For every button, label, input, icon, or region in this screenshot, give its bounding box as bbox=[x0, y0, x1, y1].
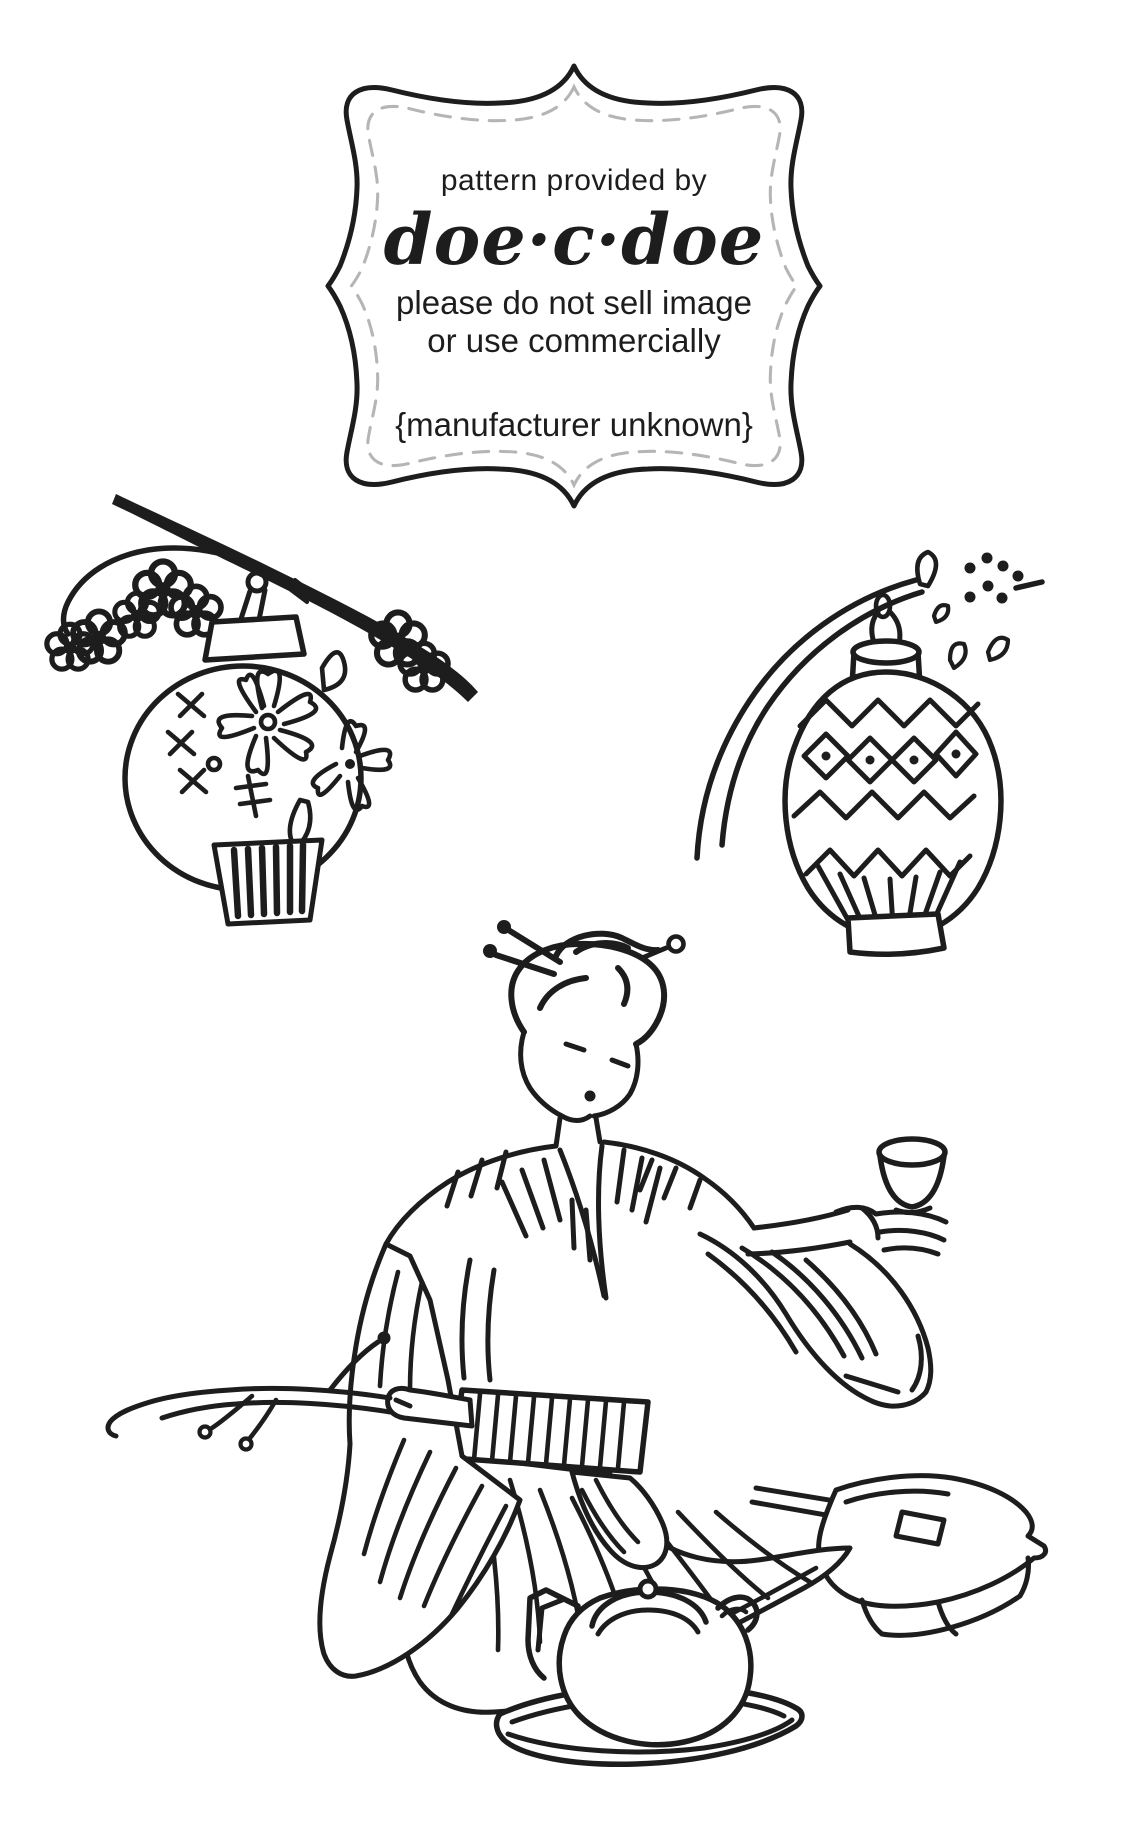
hanging-right-sleeve bbox=[697, 1231, 934, 1409]
hair bbox=[508, 930, 668, 1047]
raised-arm-and-teacup bbox=[697, 1136, 949, 1409]
oval-lantern-illustration bbox=[694, 549, 1045, 957]
lantern-hanger-loop bbox=[245, 570, 269, 594]
round-lantern-illustration bbox=[47, 494, 478, 927]
teapot-handles bbox=[525, 1587, 760, 1681]
kimono-lady-illustration bbox=[105, 920, 1049, 1715]
teapot-body bbox=[556, 1586, 754, 1748]
face bbox=[518, 1029, 641, 1149]
blossom-branch bbox=[112, 494, 478, 702]
notice-line-2: or use commercially bbox=[427, 321, 721, 359]
shamisen-box bbox=[749, 1473, 1049, 1638]
lantern-collar bbox=[202, 614, 307, 663]
teapot-lid bbox=[589, 1578, 709, 1637]
teapot-on-tray-illustration bbox=[493, 1578, 805, 1768]
provided-by-text: pattern provided by bbox=[440, 164, 708, 197]
kimono-torso bbox=[383, 1139, 757, 1383]
lantern-zigzag-bands bbox=[791, 697, 981, 879]
brand-name: doe·c·doe bbox=[383, 197, 765, 281]
willow-leaves-and-seeds bbox=[915, 549, 1024, 671]
hand-with-twig bbox=[105, 1331, 475, 1452]
notice-line-1: please do not sell image bbox=[396, 284, 752, 321]
lantern-base bbox=[845, 911, 947, 957]
lantern-flower-decor bbox=[216, 650, 393, 851]
lantern-fringe bbox=[211, 837, 325, 927]
hand-holding-cup bbox=[833, 1204, 949, 1257]
teacup bbox=[876, 1136, 948, 1168]
manufacturer-text: {manufacturer unknown} bbox=[395, 405, 753, 443]
lantern-stitch-marks bbox=[165, 691, 273, 819]
willow-branch bbox=[694, 577, 919, 861]
label-frame: pattern provided by doe·c·doe please do … bbox=[334, 66, 814, 506]
